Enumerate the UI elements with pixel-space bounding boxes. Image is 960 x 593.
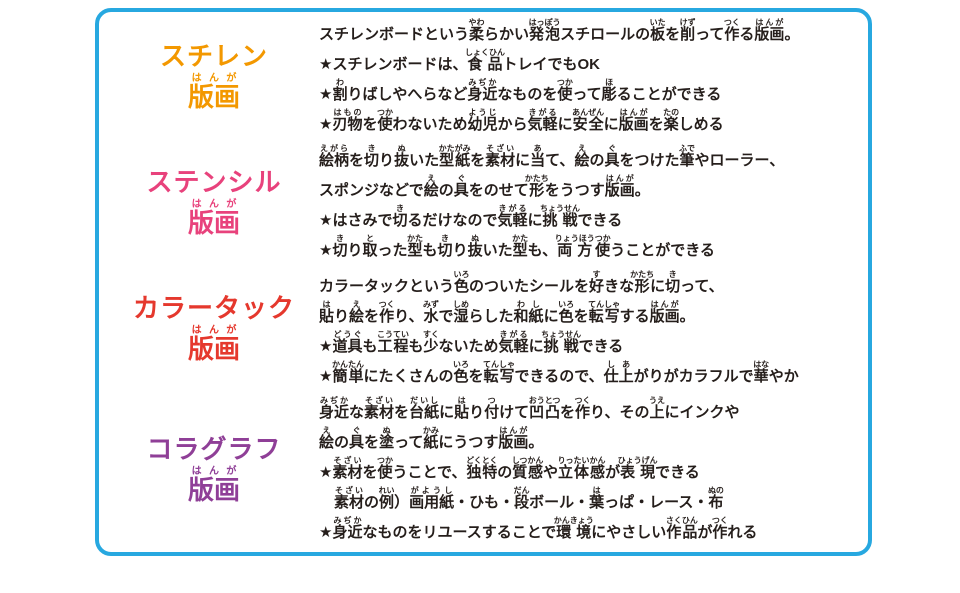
text-line: ★スチレンボードは、食品しょくひんトレイでもOK (319, 48, 600, 73)
title-name: カラータック (132, 293, 295, 324)
section-text-colortack: カラータックという色いろのついたシールを好すきな形かたちに切きって、貼はり絵えを… (319, 270, 858, 390)
text-line: ★道具どうぐも工程こうていも少すくないため気軽きがるに挑戦ちょうせんできる (319, 330, 624, 355)
section-styrene: スチレン版画はんがスチレンボードという柔やわらかい発泡はっぽうスチロールの板いた… (109, 18, 858, 138)
text-line: ★身近みぢかなものをリユースすることで環境かんきょうにやさしい作品さくひんが作つ… (319, 516, 758, 541)
section-title-stencil: ステンシル版画はんが (109, 167, 319, 238)
section-title-colortack: カラータック版画はんが (109, 293, 319, 364)
text-line: ★素材そざいを使つかうことで、独特どくとくの質感しつかんや立体感りったいかんが表… (319, 456, 700, 481)
text-line: カラータックという色いろのついたシールを好すきな形かたちに切きって、 (319, 270, 724, 295)
text-line: ★はさみで切きるだけなので気軽きがるに挑戦ちょうせんできる (319, 204, 623, 229)
section-colortack: カラータック版画はんがカラータックという色いろのついたシールを好すきな形かたちに… (109, 270, 858, 390)
text-line: 絵えの具ぐを塗ぬって紙かみにうつす版画はんが。 (319, 426, 544, 451)
text-line: スチレンボードという柔やわらかい発泡はっぽうスチロールの板いたを削けずって作つく… (319, 18, 800, 43)
section-collagraph: コラグラフ版画はんが身近みぢかな素材そざいを台紙だいしに貼はり付つけて凹凸おうと… (109, 396, 858, 546)
text-line: 貼はり絵えを作つくり、水みずで湿しめらした和紙わしに色いろを転写てんしゃする版画… (319, 300, 695, 325)
text-line: スポンジなどで絵えの具ぐをのせて形かたちをうつす版画はんが。 (319, 174, 650, 199)
section-title-collagraph: コラグラフ版画はんが (109, 434, 319, 505)
text-line: ★刃物はものを使つかわないため幼児ようじから気軽きがるに安全あんぜんに版画はんが… (319, 108, 724, 133)
title-hanga: 版画はんが (187, 198, 240, 238)
section-title-styrene: スチレン版画はんが (109, 41, 319, 112)
title-name: ステンシル (146, 167, 282, 198)
title-hanga: 版画はんが (187, 324, 240, 364)
text-line: 素材そざいの例れい）画用紙がようし・ひも・段だんボール・葉はっぱ・レース・布ぬの (334, 486, 724, 511)
title-hanga: 版画はんが (187, 72, 240, 112)
text-line: ★切きり取とった型かたも切きり抜ぬいた型かたも、両方りょうほう使つかうことができ… (319, 234, 715, 259)
text-line: 身近みぢかな素材そざいを台紙だいしに貼はり付つけて凹凸おうとつを作つくり、その上… (319, 396, 740, 421)
text-line: ★簡単かんたんにたくさんの色いろを転写てんしゃできるので、仕上しあがりがカラフル… (319, 360, 799, 385)
section-text-collagraph: 身近みぢかな素材そざいを台紙だいしに貼はり付つけて凹凸おうとつを作つくり、その上… (319, 396, 858, 546)
section-text-stencil: 絵柄えがらを切きり抜ぬいた型紙かたがみを素材そざいに当あて、絵えの具ぐをつけた筆… (319, 144, 858, 264)
text-line: ★割わりばしやへらなど身近みぢかなものを使つかって彫ほることができる (319, 78, 722, 103)
title-name: スチレン (159, 41, 268, 72)
section-text-styrene: スチレンボードという柔やわらかい発泡はっぽうスチロールの板いたを削けずって作つく… (319, 18, 858, 138)
content-board: スチレン版画はんがスチレンボードという柔やわらかい発泡はっぽうスチロールの板いた… (95, 8, 872, 556)
title-hanga: 版画はんが (187, 465, 240, 505)
section-stencil: ステンシル版画はんが絵柄えがらを切きり抜ぬいた型紙かたがみを素材そざいに当あて、… (109, 144, 858, 264)
text-line: 絵柄えがらを切きり抜ぬいた型紙かたがみを素材そざいに当あて、絵えの具ぐをつけた筆… (319, 144, 785, 169)
title-name: コラグラフ (146, 434, 282, 465)
